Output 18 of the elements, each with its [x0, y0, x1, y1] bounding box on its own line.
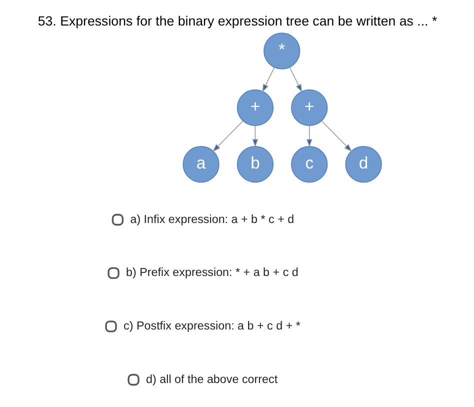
arrow: [320, 120, 352, 152]
node-circle: +: [236, 89, 274, 126]
arrow: [212, 120, 243, 152]
diagram-title: 53. Expressions for the binary expression tree can be written as ... *: [37, 13, 437, 28]
node-circle: a: [182, 146, 219, 183]
label: a) Infix expression: a + b * c + d: [130, 212, 294, 226]
node-circle: b: [236, 146, 274, 183]
node-circle: *: [263, 32, 300, 70]
node-circle: +: [290, 89, 328, 126]
label: c) Postfix expression: a b + c d + *: [123, 320, 300, 332]
label: b) Prefix expression: * + a b + c d: [126, 266, 298, 280]
arrow: [262, 67, 274, 93]
label: d) all of the above correct: [146, 372, 278, 386]
arrow: [288, 67, 302, 92]
node-circle: c: [290, 146, 328, 183]
arrow: [252, 125, 258, 148]
arrow: [306, 125, 312, 148]
node-circle: d: [344, 146, 382, 183]
